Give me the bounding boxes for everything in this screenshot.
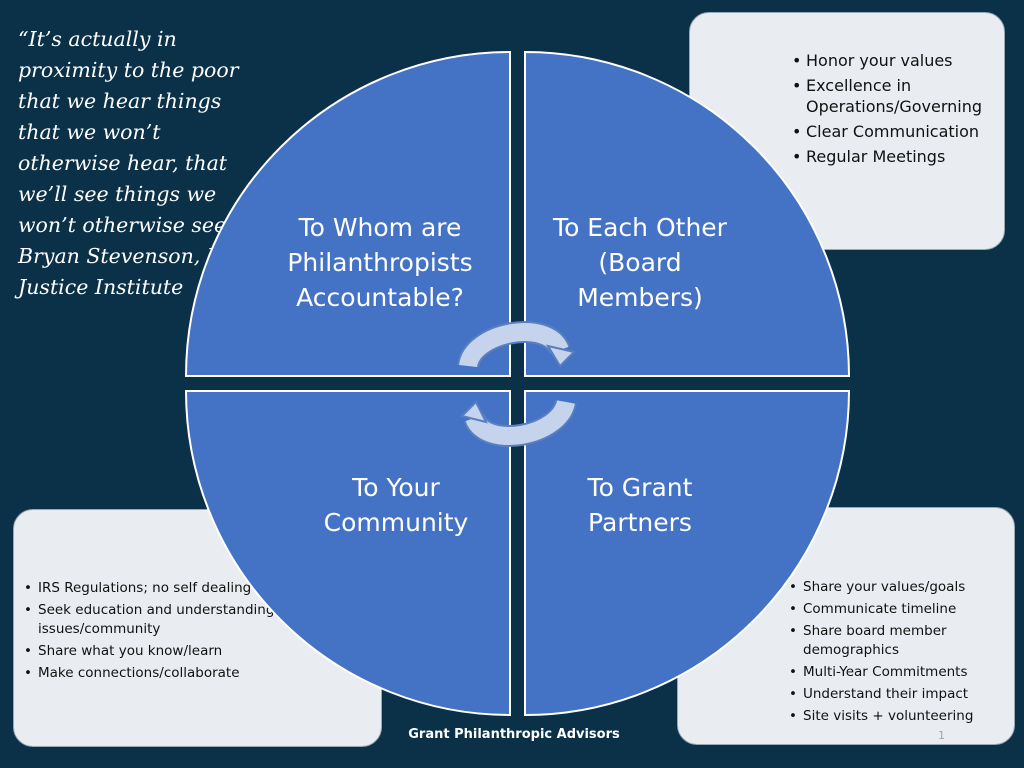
quadrant-label-bottom-left: To Your Community: [266, 470, 526, 540]
list-item: Honor your values: [792, 50, 1002, 71]
quote-text: “It’s actually in proximity to the poor …: [18, 27, 267, 299]
quadrant-label-bottom-right: To Grant Partners: [512, 470, 768, 540]
label-text: To Whom are Philanthropists Accountable?: [287, 213, 473, 312]
quadrant-top-left: [184, 50, 511, 377]
list-item: Share what you know/learn: [24, 642, 314, 661]
page-number: 1: [938, 729, 945, 742]
label-text: To Grant Partners: [587, 473, 693, 537]
list-item: Seek education and understanding of issu…: [24, 601, 314, 639]
quadrant-top-right: [524, 50, 851, 377]
list-item: Regular Meetings: [792, 146, 1002, 167]
list-item: Clear Communication: [792, 121, 1002, 142]
list-item: Multi-Year Commitments: [789, 663, 1009, 682]
list-item: Site visits + volunteering: [789, 707, 1009, 726]
list-item: Communicate timeline: [789, 600, 1009, 619]
cycle-arrow-top-icon: [457, 321, 576, 369]
quadrant-bottom-right: [524, 390, 851, 717]
community-list: IRS Regulations; no self dealing Seek ed…: [24, 579, 314, 686]
cycle-arrow-bottom-icon: [460, 398, 577, 447]
label-text: To Your Community: [323, 473, 469, 537]
quadrant-bottom-left: [184, 390, 511, 717]
footer-text: Grant Philanthropic Advisors: [408, 727, 620, 742]
list-item: Understand their impact: [789, 685, 1009, 704]
quadrant-label-top-right: To Each Other (Board Members): [524, 210, 756, 315]
grant-partners-list: Share your values/goals Communicate time…: [789, 578, 1009, 729]
list-item: Excellence in Operations/Governing: [792, 75, 1002, 117]
board-members-list: Honor your values Excellence in Operatio…: [792, 50, 1002, 171]
list-item: Share your values/goals: [789, 578, 1009, 597]
list-item: IRS Regulations; no self dealing: [24, 579, 314, 598]
list-item: Make connections/collaborate: [24, 664, 314, 683]
quadrant-label-top-left: To Whom are Philanthropists Accountable?: [250, 210, 510, 315]
board-members-box: Honor your values Excellence in Operatio…: [689, 12, 1005, 250]
label-text: To Each Other (Board Members): [553, 213, 727, 312]
list-item: Share board member demographics: [789, 622, 1009, 659]
